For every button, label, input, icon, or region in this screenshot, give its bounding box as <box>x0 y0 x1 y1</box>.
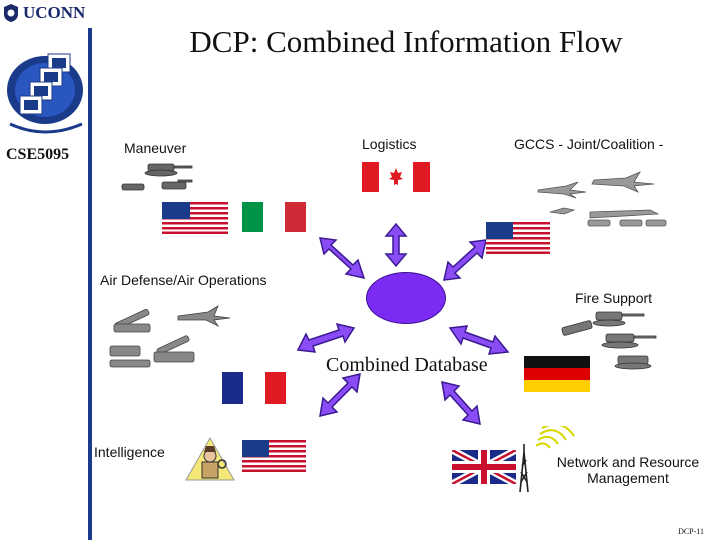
page-title: DCP: Combined Information Flow <box>189 24 623 59</box>
label-logistics: Logistics <box>362 136 417 152</box>
france-flag-icon <box>222 372 286 404</box>
arrow-air-defense-icon <box>296 322 356 353</box>
label-maneuver: Maneuver <box>124 140 187 156</box>
central-database-node <box>366 272 446 324</box>
course-code: CSE5095 <box>6 146 70 163</box>
us-flag-gccs-icon <box>486 222 550 254</box>
label-combined-database: Combined Database <box>326 354 488 376</box>
university-name: UCONN <box>23 3 86 22</box>
ship-icon <box>589 209 660 219</box>
sidebar: UCONN CSE5095 <box>0 0 92 540</box>
computer-network-logo-icon <box>7 53 83 134</box>
sidebar-stripe <box>88 28 92 540</box>
arrow-gccs-icon <box>443 239 487 281</box>
arrow-maneuver-icon <box>319 237 366 280</box>
label-intelligence: Intelligence <box>94 444 165 460</box>
tank-group-maneuver-icon <box>121 163 193 191</box>
arrow-fire-support-icon <box>448 325 510 355</box>
fighter-jet-icon <box>537 181 587 199</box>
uconn-header: UCONN <box>2 2 92 24</box>
arrow-intelligence-icon <box>319 373 361 417</box>
arrow-logistics-icon <box>384 222 408 268</box>
label-air-defense: Air Defense/Air Operations <box>100 272 267 288</box>
uk-flag-icon <box>452 450 516 484</box>
us-flag-icon <box>162 202 228 234</box>
italy-flag-icon <box>242 202 306 232</box>
uconn-seal-icon <box>4 4 18 22</box>
arrow-network-icon <box>441 381 481 425</box>
label-network-line1: Network and Resource <box>556 454 700 470</box>
radio-tower-icon <box>519 426 575 493</box>
fire-support-tanks-icon <box>561 311 657 370</box>
page-number: DCP-11 <box>678 527 704 536</box>
us-flag-intel-icon <box>242 440 306 472</box>
detective-icon <box>185 436 235 481</box>
label-fire-support: Fire Support <box>575 290 653 306</box>
label-gccs: GCCS - Joint/Coalition - <box>514 136 664 152</box>
label-network: Network and Resource Management <box>540 454 716 486</box>
missile-launcher-group-icon <box>109 305 231 368</box>
germany-flag-icon <box>524 356 590 392</box>
gccs-vehicles-icon <box>537 171 667 227</box>
label-network-line2: Management <box>587 470 669 486</box>
canada-flag-icon <box>362 162 430 192</box>
